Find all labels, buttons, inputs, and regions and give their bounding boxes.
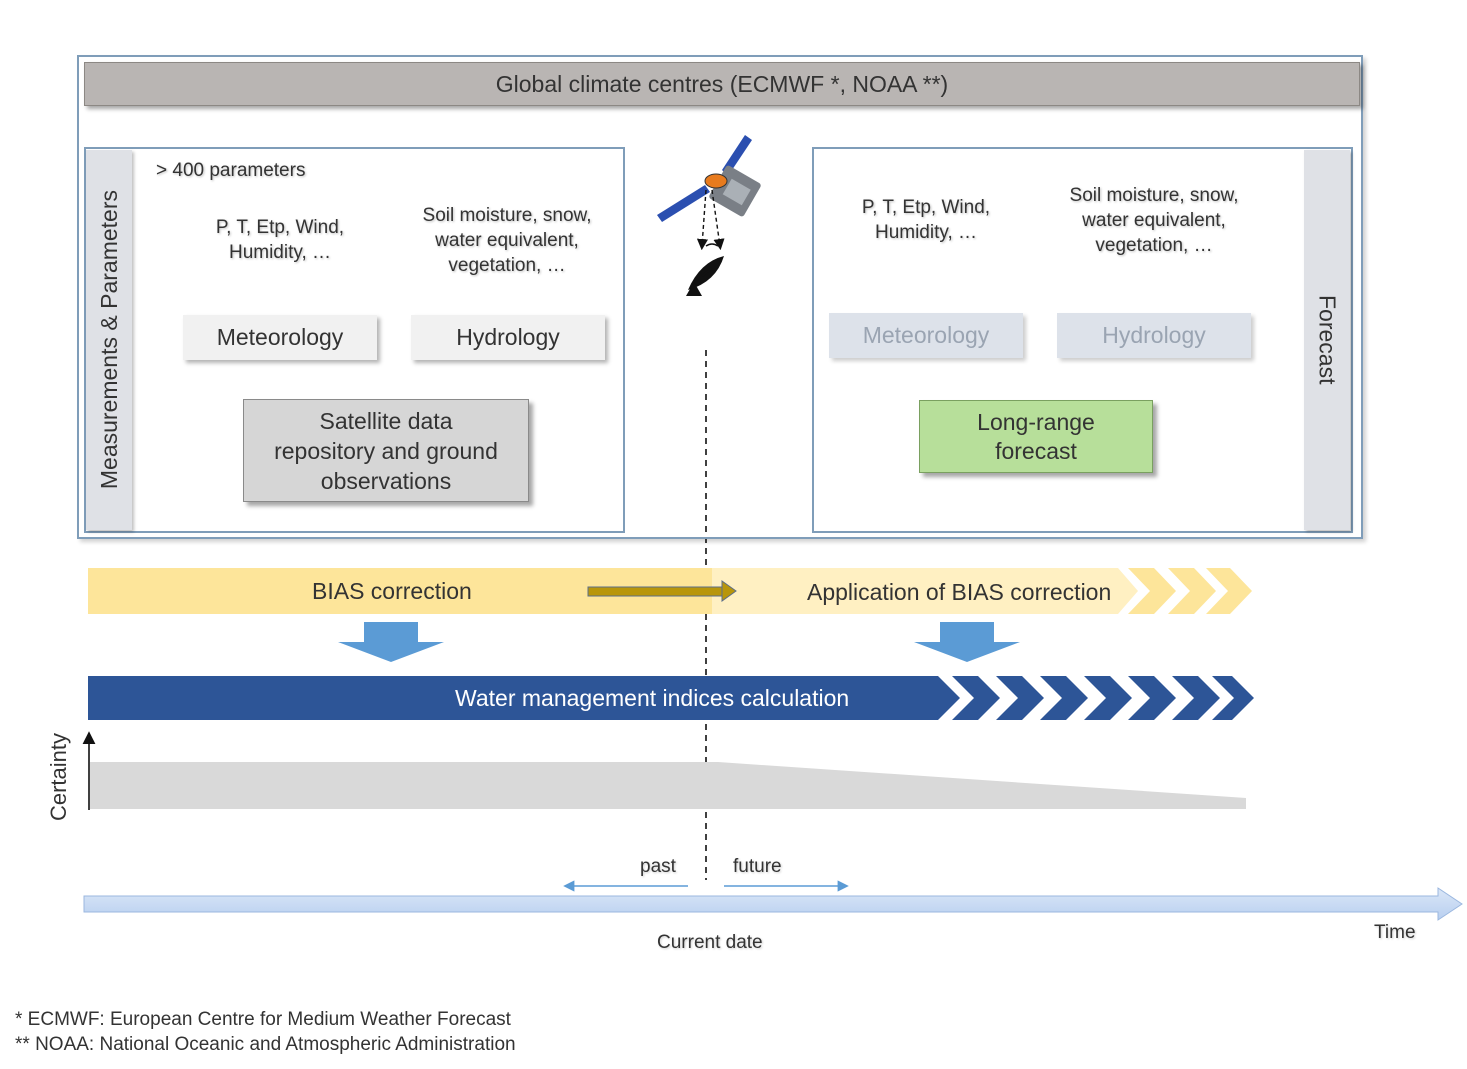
right-meteo-params-line: Humidity, … (874, 222, 978, 243)
global-centres-frame (77, 55, 1363, 539)
parameters-note: > 400 parameters (156, 160, 306, 181)
satellite-data-line: Satellite data (319, 407, 453, 434)
satellite-data-line: observations (320, 467, 452, 494)
current-date-label: Current date (657, 932, 763, 953)
right-hydro-params-line: vegetation, … (1095, 235, 1213, 256)
bias-correction-label: BIAS correction (312, 578, 472, 604)
measurements-side-strip: Measurements & Parameters (86, 150, 132, 530)
long-range-forecast-line: forecast (995, 437, 1077, 464)
footnote-noaa: ** NOAA: National Oceanic and Atmospheri… (15, 1034, 516, 1055)
time-axis (83, 887, 1463, 921)
future-label: future (733, 856, 782, 877)
footnote-ecmwf: * ECMWF: European Centre for Medium Weat… (15, 1009, 511, 1030)
measurements-label: Measurements & Parameters (95, 190, 122, 490)
water-management-label: Water management indices calculation (455, 685, 850, 711)
bias-transfer-arrow (587, 580, 737, 602)
right-hydrology-box: Hydrology (1057, 313, 1251, 358)
certainty-label: Certainty (46, 732, 71, 822)
left-hydro-params: Soil moisture, snow, water equivalent, v… (397, 203, 617, 278)
left-hydro-params-line: vegetation, … (448, 255, 566, 276)
forecast-side-strip: Forecast (1304, 150, 1350, 530)
certainty-area (82, 731, 1246, 810)
satellite-dish-icon (686, 243, 724, 296)
right-hydro-params-line: water equivalent, (1082, 210, 1226, 231)
down-arrow-left (338, 622, 444, 662)
certainty-axis: Certainty (44, 722, 74, 832)
left-meteo-params: P, T, Etp, Wind, Humidity, … (180, 215, 380, 265)
long-range-forecast-line: Long-range (977, 408, 1095, 435)
down-arrow-right (914, 622, 1020, 662)
satellite-data-box: Satellite data repository and ground obs… (243, 399, 529, 502)
left-hydro-params-line: Soil moisture, snow, (422, 205, 592, 226)
right-meteorology-box: Meteorology (829, 313, 1023, 358)
long-range-forecast-box: Long-range forecast (919, 400, 1153, 473)
right-hydro-params-line: Soil moisture, snow, (1069, 185, 1239, 206)
water-band (88, 676, 1254, 720)
time-label: Time (1374, 922, 1416, 943)
satellite-data-line: repository and ground (274, 437, 498, 464)
downlink-lines (696, 189, 725, 251)
right-hydro-params: Soil moisture, snow, water equivalent, v… (1044, 183, 1264, 258)
left-hydro-params-line: water equivalent, (435, 230, 579, 251)
left-meteo-params-line: P, T, Etp, Wind, (215, 217, 345, 238)
forecast-label: Forecast (1314, 295, 1341, 385)
satellite-icon (657, 135, 761, 222)
left-meteo-params-line: Humidity, … (228, 242, 332, 263)
right-meteo-params: P, T, Etp, Wind, Humidity, … (826, 195, 1026, 245)
left-meteorology-box: Meteorology (183, 315, 377, 360)
bias-application-label: Application of BIAS correction (807, 579, 1112, 605)
left-hydrology-box: Hydrology (411, 315, 605, 360)
global-centres-title: Global climate centres (ECMWF *, NOAA **… (84, 62, 1360, 106)
right-meteo-params-line: P, T, Etp, Wind, (861, 197, 991, 218)
past-label: past (640, 856, 676, 877)
